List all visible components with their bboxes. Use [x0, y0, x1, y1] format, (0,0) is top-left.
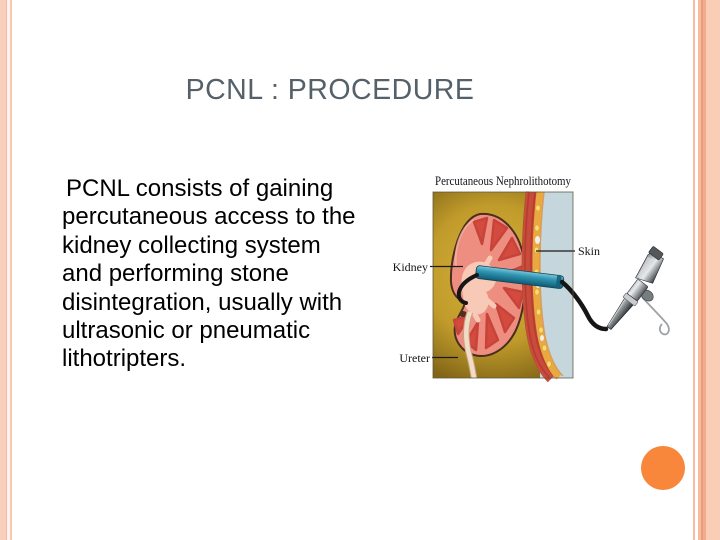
right-border-stripe	[701, 0, 704, 540]
ureter-label: Ureter	[399, 351, 430, 365]
slide-title: PCNL : PROCEDURE	[185, 74, 475, 106]
left-border-stripe	[10, 0, 12, 540]
body-paragraph: PCNL consists of gaining percutaneous ac…	[62, 175, 356, 373]
renal-pyramids	[452, 216, 526, 352]
instrument-wire	[641, 296, 670, 336]
right-border-stripe	[703, 0, 707, 540]
scope-cable	[559, 279, 609, 332]
guidewire	[456, 273, 479, 305]
right-border-stripe	[698, 0, 701, 540]
skin-label: Skin	[578, 244, 600, 258]
right-border-stripe	[693, 0, 695, 540]
kidney-label: Kidney	[393, 260, 428, 274]
pcnl-illustration: Percutaneous Nephrolithotomy Kidney Skin…	[390, 166, 690, 396]
kidney-stone	[459, 311, 467, 317]
fat-globules	[534, 204, 552, 368]
left-border-stripe	[0, 0, 6, 540]
panel-border	[432, 191, 574, 379]
skin-tissue-layers	[521, 191, 564, 383]
endoscope-instrument	[606, 246, 670, 336]
slide-number-circle	[641, 446, 685, 490]
figure-caption: Percutaneous Nephrolithotomy	[435, 174, 572, 188]
label-lines	[430, 250, 575, 359]
ureter-duct	[463, 310, 478, 379]
pcnl-illustration-svg: Percutaneous Nephrolithotomy Kidney Skin…	[393, 174, 670, 383]
left-border-stripe	[5, 0, 8, 540]
right-border-stripe	[706, 0, 720, 540]
left-border-stripe	[7, 0, 10, 540]
